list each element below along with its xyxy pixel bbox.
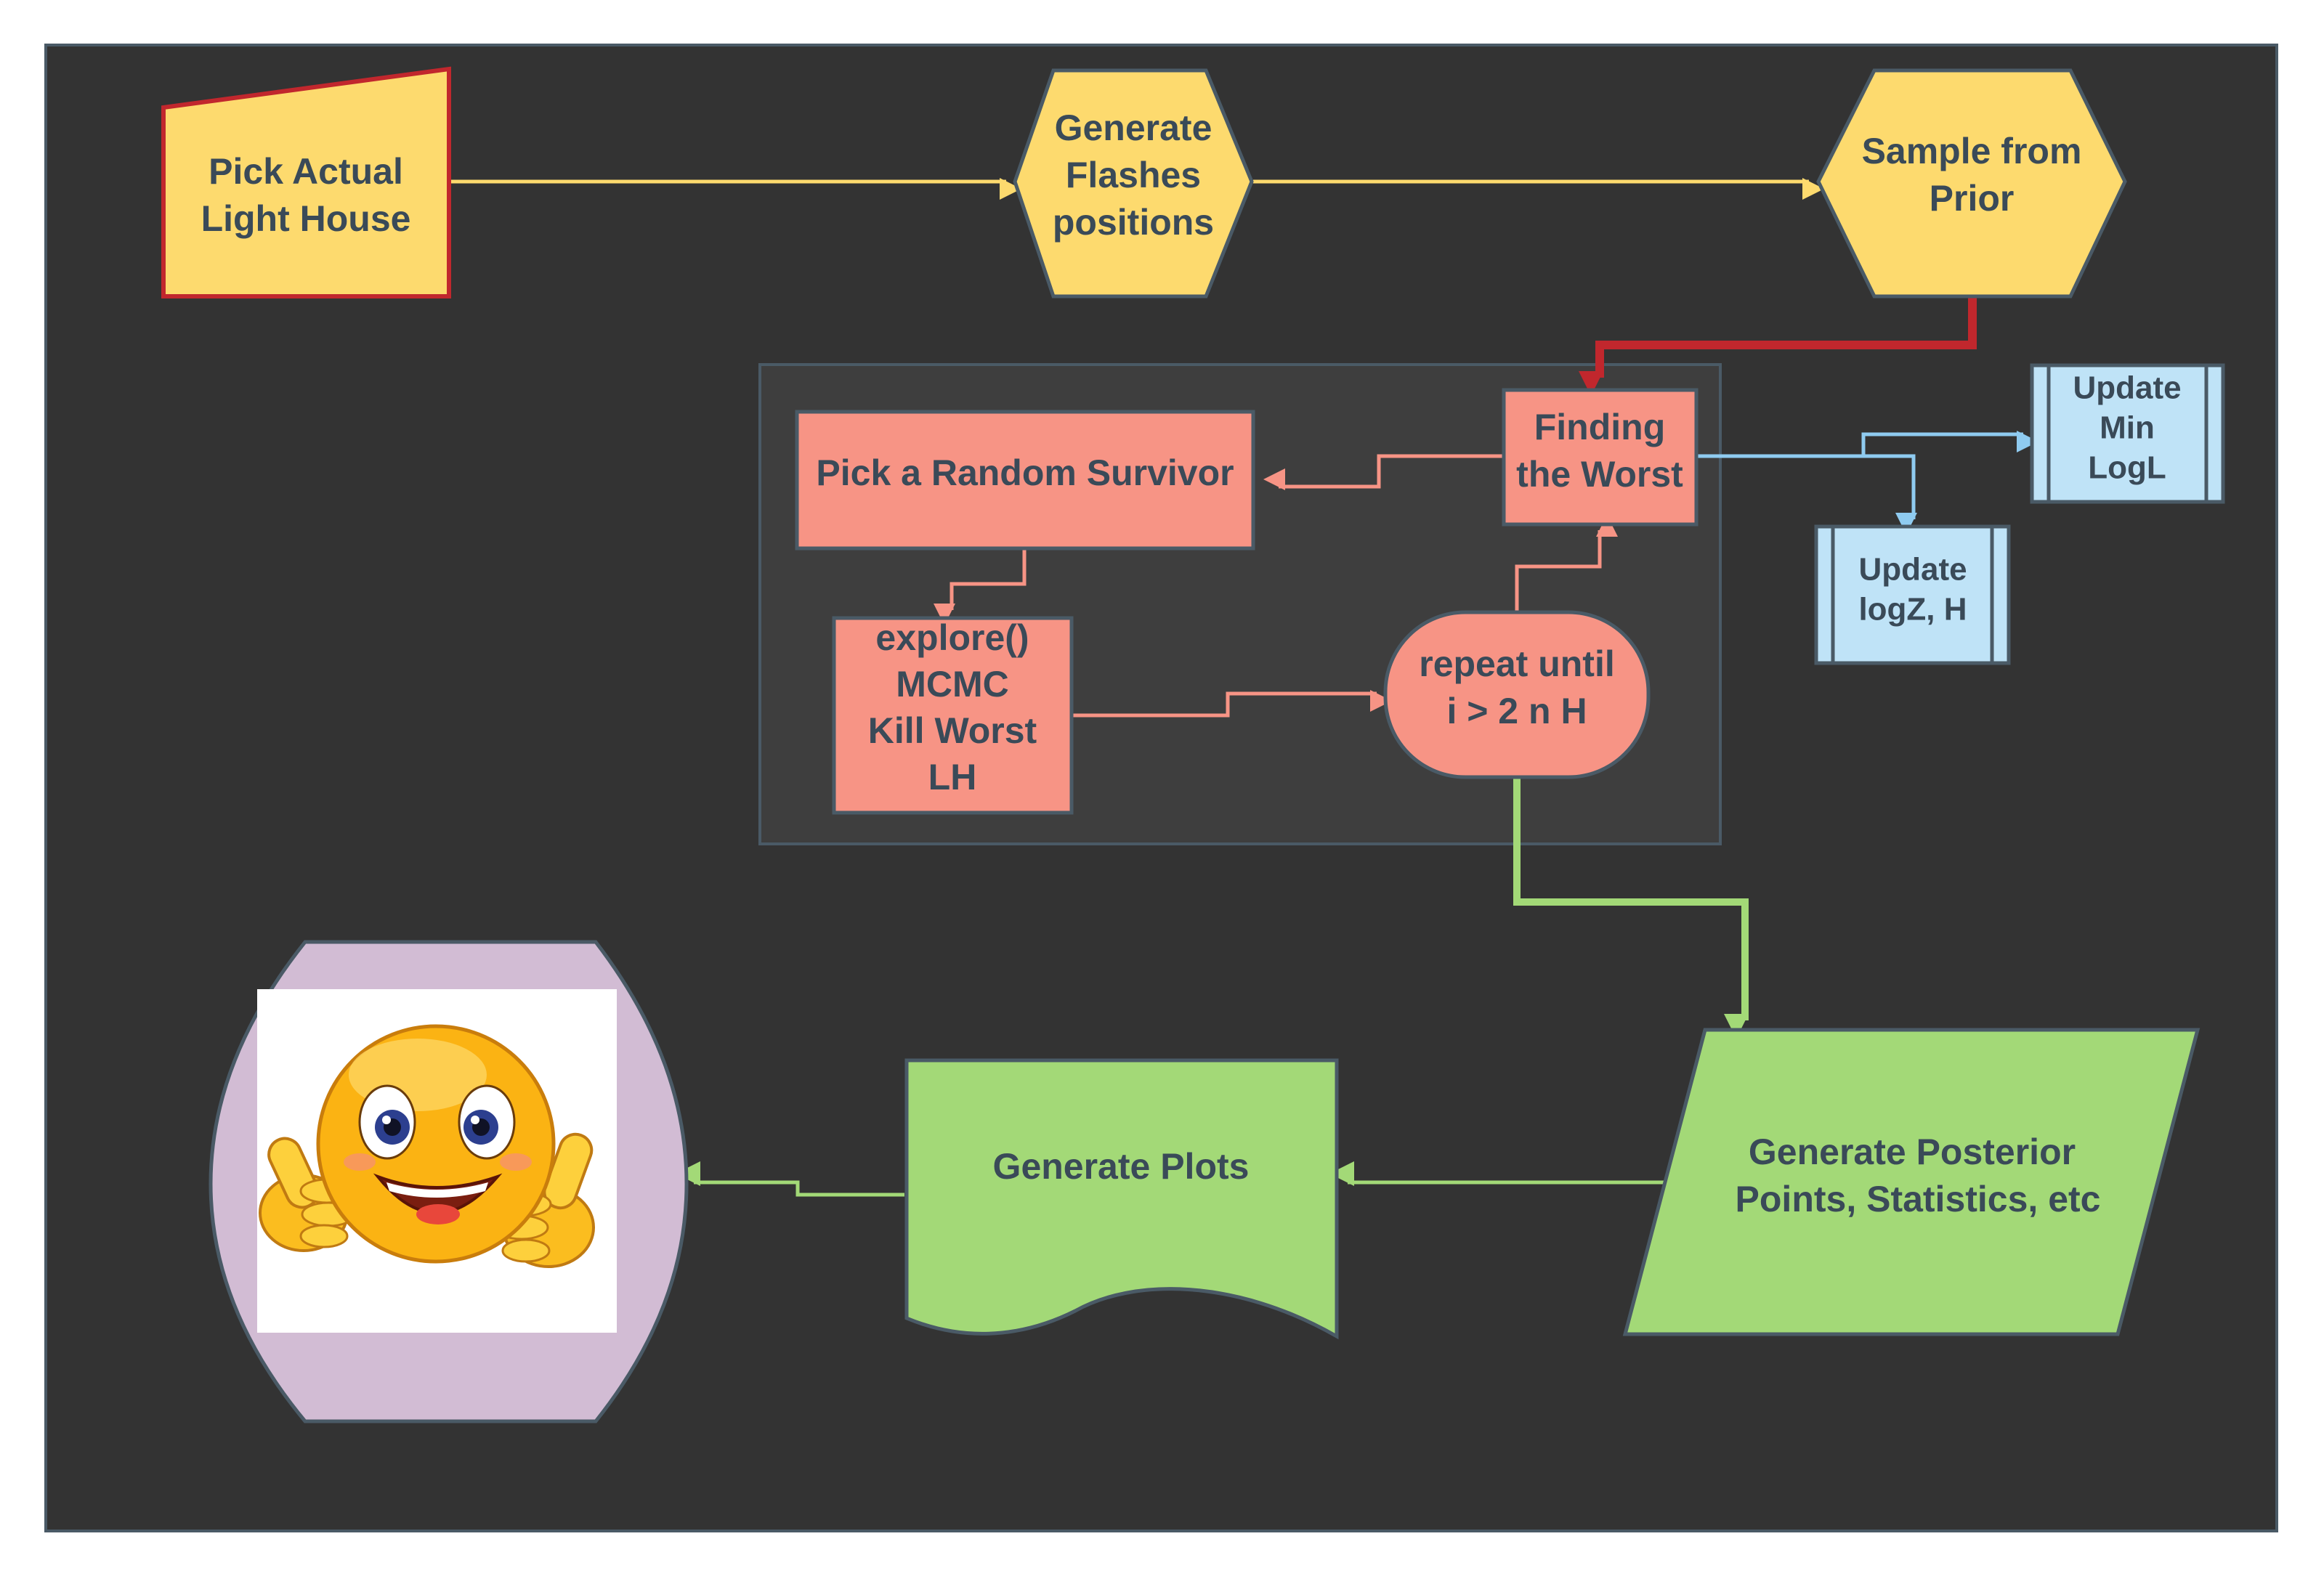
node-update-logz-line1: Update — [1858, 552, 1967, 588]
node-finding-worst-line1: Finding — [1534, 407, 1666, 447]
node-repeat-until[interactable]: repeat until i > 2 n H — [1383, 610, 1651, 779]
node-update-min-logl-line2: Min — [2100, 410, 2155, 446]
node-sample-prior-line2: Prior — [1930, 178, 2015, 219]
node-pick-lighthouse[interactable]: Pick Actual Light House — [161, 66, 451, 298]
node-generate-flashes-line3: positions — [1053, 202, 1214, 243]
arrow-plots-to-result — [675, 1161, 904, 1197]
node-repeat-until-line1: repeat until — [1419, 643, 1614, 684]
node-explore-line2: MCMC — [896, 664, 1009, 704]
node-generate-posterior[interactable]: Generate Posterior Points, Statistics, e… — [1622, 1028, 2200, 1336]
node-update-min-logl-line3: LogL — [2088, 450, 2166, 486]
arrow-finding-to-update-logz — [1696, 454, 1917, 535]
node-generate-plots[interactable]: Generate Plots — [904, 1058, 1339, 1340]
node-generate-flashes-line2: Flashes — [1066, 155, 1201, 195]
node-pick-lighthouse-line2: Light House — [201, 198, 411, 239]
arrow-survivor-to-explore — [934, 550, 1027, 625]
node-sample-prior-line1: Sample from — [1862, 131, 2082, 171]
node-generate-posterior-line1: Generate Posterior — [1749, 1132, 2076, 1172]
node-generate-plots-label: Generate Plots — [993, 1146, 1250, 1187]
node-generate-flashes-line1: Generate — [1055, 107, 1212, 148]
node-explore-line3: Kill Worst — [868, 710, 1037, 751]
node-explore[interactable]: explore() MCMC Kill Worst LH — [832, 616, 1074, 815]
node-explore-line4: LH — [928, 757, 977, 797]
node-finding-worst-line2: the Worst — [1516, 454, 1683, 495]
node-generate-posterior-line2: Points, Statistics, etc — [1736, 1179, 2101, 1219]
smiley-thumbs-up-icon — [259, 1024, 595, 1268]
node-update-min-logl[interactable]: Update Min LogL — [2030, 363, 2225, 504]
arrow-explore-to-repeat — [1072, 690, 1392, 718]
node-pick-lighthouse-line1: Pick Actual — [208, 151, 403, 192]
node-pick-survivor-label: Pick a Random Survivor — [816, 452, 1234, 493]
node-finding-worst[interactable]: Finding the Worst — [1502, 388, 1699, 527]
node-update-logz-line2: logZ, H — [1858, 592, 1967, 627]
arrow-prior-to-finding — [1578, 298, 1977, 397]
node-repeat-until-line2: i > 2 n H — [1446, 691, 1587, 731]
node-update-min-logl-line1: Update — [2073, 370, 2181, 406]
node-result-display[interactable] — [208, 940, 689, 1423]
arrow-repeat-to-posterior — [1513, 779, 1749, 1039]
arrow-repeat-to-finding — [1515, 515, 1618, 612]
arrow-finding-to-survivor — [1263, 454, 1504, 490]
node-sample-prior[interactable]: Sample from Prior — [1816, 68, 2127, 298]
node-generate-flashes[interactable]: Generate Flashes positions — [1013, 68, 1254, 298]
node-explore-line1: explore() — [875, 617, 1029, 658]
node-pick-survivor[interactable]: Pick a Random Survivor — [795, 410, 1255, 551]
node-update-logz[interactable]: Update logZ, H — [1814, 524, 2011, 665]
